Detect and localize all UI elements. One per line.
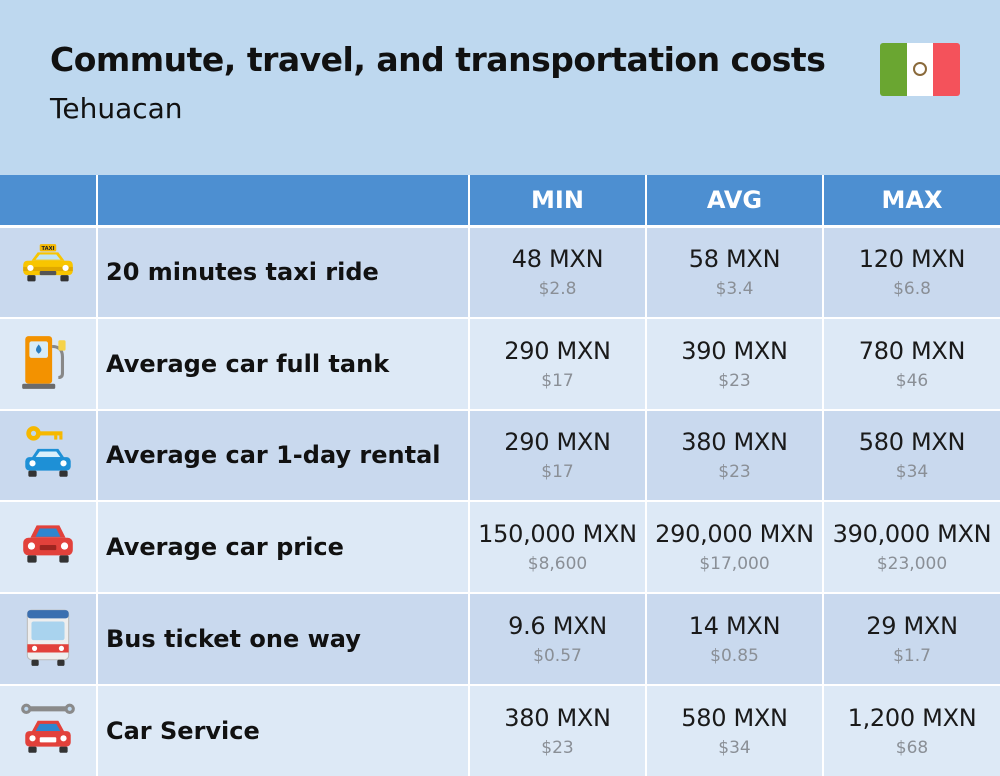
red-car-icon (17, 515, 79, 579)
cell-min: 380 MXN $23 (469, 684, 647, 776)
row-icon-cell (0, 317, 98, 411)
cell-max: 29 MXN $1.7 (823, 593, 1000, 686)
max-usd-value: $46 (895, 370, 929, 391)
avg-usd-value: $23 (718, 370, 751, 391)
cell-avg: 390 MXN $23 (646, 317, 824, 411)
table-row: Car Service 380 MXN $23 580 MXN $34 1,200 MXN… (0, 684, 1000, 776)
taxi-icon: TAXI (17, 240, 79, 304)
table-row: Average car price 150,000 MXN $8,600 290,00… (0, 501, 1000, 595)
max-usd-value: $68 (895, 737, 929, 758)
cell-avg: 14 MXN $0.85 (646, 593, 824, 686)
flag-red-stripe (933, 43, 960, 96)
header: Commute, travel, and transportation cost… (0, 0, 1000, 175)
table-header-row: MIN AVG MAX (0, 175, 1000, 228)
max-mxn-value: 580 MXN (858, 428, 966, 457)
row-icon-cell: TAXI (0, 226, 98, 319)
cell-max: 780 MXN $46 (823, 317, 1000, 411)
cell-min: 9.6 MXN $0.57 (469, 593, 647, 686)
cell-avg: 290,000 MXN $17,000 (646, 501, 824, 595)
row-label: Car Service (97, 684, 470, 776)
table-row: Bus ticket one way 9.6 MXN $0.57 14 MXN $0.8… (0, 593, 1000, 686)
city-subtitle: Tehuacan (50, 92, 183, 125)
table-row: TAXI 20 minutes taxi ride 48 MXN $2.8 58 MX… (0, 226, 1000, 319)
min-mxn-value: 48 MXN (511, 245, 604, 274)
min-mxn-value: 290 MXN (504, 428, 611, 457)
header-max: MAX (823, 175, 1000, 228)
min-mxn-value: 380 MXN (504, 703, 611, 732)
min-usd-value: $23 (541, 737, 574, 758)
avg-mxn-value: 14 MXN (688, 612, 781, 641)
min-usd-value: $17 (541, 370, 574, 391)
cell-avg: 580 MXN $34 (646, 684, 824, 776)
avg-usd-value: $3.4 (715, 279, 754, 300)
min-mxn-value: 9.6 MXN (508, 612, 607, 641)
fuel-pump-icon (17, 332, 79, 396)
cell-min: 290 MXN $17 (469, 317, 647, 411)
avg-mxn-value: 380 MXN (681, 428, 788, 457)
cell-avg: 380 MXN $23 (646, 409, 824, 503)
bus-icon (17, 607, 79, 671)
car-rental-key-icon (17, 423, 79, 487)
row-icon-cell (0, 501, 98, 595)
cell-min: 150,000 MXN $8,600 (469, 501, 647, 595)
cell-max: 120 MXN $6.8 (823, 226, 1000, 319)
avg-mxn-value: 290,000 MXN (655, 520, 814, 549)
max-usd-value: $1.7 (893, 646, 931, 667)
avg-usd-value: $17,000 (699, 554, 770, 575)
row-label: Average car full tank (97, 317, 470, 411)
min-mxn-value: 290 MXN (504, 336, 611, 365)
max-mxn-value: 120 MXN (858, 245, 966, 274)
page-title: Commute, travel, and transportation cost… (50, 40, 826, 79)
mexico-flag-icon (880, 43, 960, 96)
min-mxn-value: 150,000 MXN (478, 520, 637, 549)
header-min: MIN (469, 175, 647, 228)
row-label: Bus ticket one way (97, 593, 470, 686)
avg-mxn-value: 580 MXN (681, 703, 788, 732)
svg-text:TAXI: TAXI (41, 246, 54, 252)
row-label: 20 minutes taxi ride (97, 226, 470, 319)
max-usd-value: $6.8 (893, 279, 931, 300)
cell-min: 290 MXN $17 (469, 409, 647, 503)
row-icon-cell (0, 409, 98, 503)
min-usd-value: $2.8 (538, 279, 577, 300)
min-usd-value: $17 (541, 462, 574, 483)
car-service-wrench-icon (17, 699, 79, 763)
flag-emblem (913, 62, 927, 76)
avg-mxn-value: 58 MXN (688, 245, 781, 274)
header-avg: AVG (646, 175, 824, 228)
row-icon-cell (0, 593, 98, 686)
flag-white-stripe (907, 43, 933, 96)
row-label: Average car price (97, 501, 470, 595)
cell-max: 1,200 MXN $68 (823, 684, 1000, 776)
max-usd-value: $34 (895, 462, 929, 483)
header-label-cell (97, 175, 470, 228)
flag-green-stripe (880, 43, 907, 96)
min-usd-value: $0.57 (533, 646, 582, 667)
avg-usd-value: $34 (718, 737, 751, 758)
row-icon-cell (0, 684, 98, 776)
table-row: Average car 1-day rental 290 MXN $17 380 MX… (0, 409, 1000, 503)
cell-avg: 58 MXN $3.4 (646, 226, 824, 319)
avg-mxn-value: 390 MXN (681, 336, 788, 365)
max-mxn-value: 29 MXN (866, 612, 958, 641)
max-usd-value: $23,000 (876, 554, 948, 575)
avg-usd-value: $23 (718, 462, 751, 483)
header-icon-cell (0, 175, 98, 228)
max-mxn-value: 390,000 MXN (832, 520, 992, 549)
row-label: Average car 1-day rental (97, 409, 470, 503)
cell-max: 390,000 MXN $23,000 (823, 501, 1000, 595)
max-mxn-value: 1,200 MXN (847, 703, 977, 732)
table-row: Average car full tank 290 MXN $17 390 MXN $2… (0, 317, 1000, 411)
avg-usd-value: $0.85 (710, 646, 759, 667)
max-mxn-value: 780 MXN (858, 336, 966, 365)
cell-min: 48 MXN $2.8 (469, 226, 647, 319)
cell-max: 580 MXN $34 (823, 409, 1000, 503)
min-usd-value: $8,600 (527, 554, 588, 575)
